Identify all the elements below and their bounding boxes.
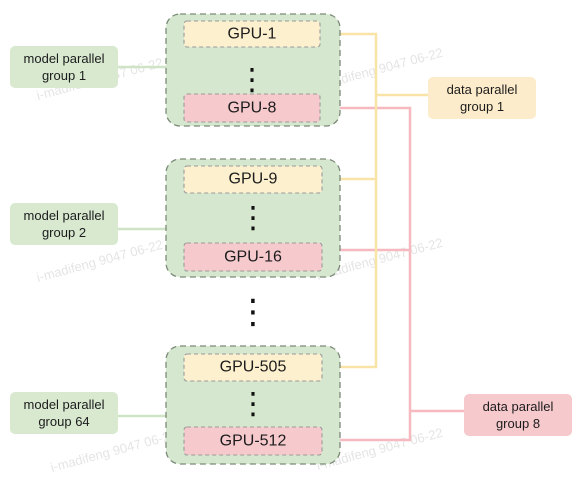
ellipsis-glyph: ⋮ (237, 64, 267, 97)
model-group-connectors (118, 65, 166, 418)
gpu-label: GPU-512 (220, 433, 287, 450)
gpu-box (183, 426, 323, 456)
data-parallel-label-1: data parallel group 1 (428, 77, 536, 119)
model-parallel-label-1: model parallel group 1 (10, 46, 118, 88)
label-line: data parallel (447, 82, 518, 97)
gpu-label: GPU-16 (224, 249, 282, 266)
gpu-label: GPU-9 (229, 171, 278, 188)
label-box (10, 46, 118, 88)
ellipsis-glyph: ⋮ (238, 388, 268, 421)
model-parallel-group-1: GPU-1 ⋮ GPU-8 (165, 13, 341, 127)
label-box (464, 394, 572, 436)
model-parallel-label-64: model parallel group 64 (10, 392, 118, 434)
gpu-box (183, 93, 321, 123)
label-line: group 1 (460, 99, 504, 114)
gpu-box (183, 242, 323, 272)
wire (320, 32, 378, 369)
gpu-box (183, 165, 323, 194)
model-parallel-group-64: GPU-505 ⋮ GPU-512 (165, 345, 341, 465)
label-line: group 64 (38, 414, 89, 429)
label-box (10, 392, 118, 434)
label-line: group 2 (42, 225, 86, 240)
label-line: model parallel (24, 208, 105, 223)
wire (320, 106, 412, 442)
label-box (428, 77, 536, 119)
label-line: model parallel (24, 51, 105, 66)
gpu-label: GPU-8 (228, 100, 277, 117)
gpu-box (183, 353, 323, 382)
label-line: data parallel (483, 399, 554, 414)
label-line: model parallel (24, 397, 105, 412)
label-line: group 8 (496, 416, 540, 431)
ellipsis-between-groups: ⋮ (236, 293, 270, 331)
ellipsis-glyph: ⋮ (238, 202, 268, 235)
label-box (10, 203, 118, 245)
model-parallel-group-2: GPU-9 ⋮ GPU-16 (165, 158, 341, 278)
gpu-box (183, 20, 321, 48)
gpu-label: GPU-1 (228, 26, 277, 43)
gpu-label: GPU-505 (220, 359, 287, 376)
label-line: group 1 (42, 68, 86, 83)
data-parallel-label-8: data parallel group 8 (464, 394, 572, 436)
model-parallel-label-2: model parallel group 2 (10, 203, 118, 245)
